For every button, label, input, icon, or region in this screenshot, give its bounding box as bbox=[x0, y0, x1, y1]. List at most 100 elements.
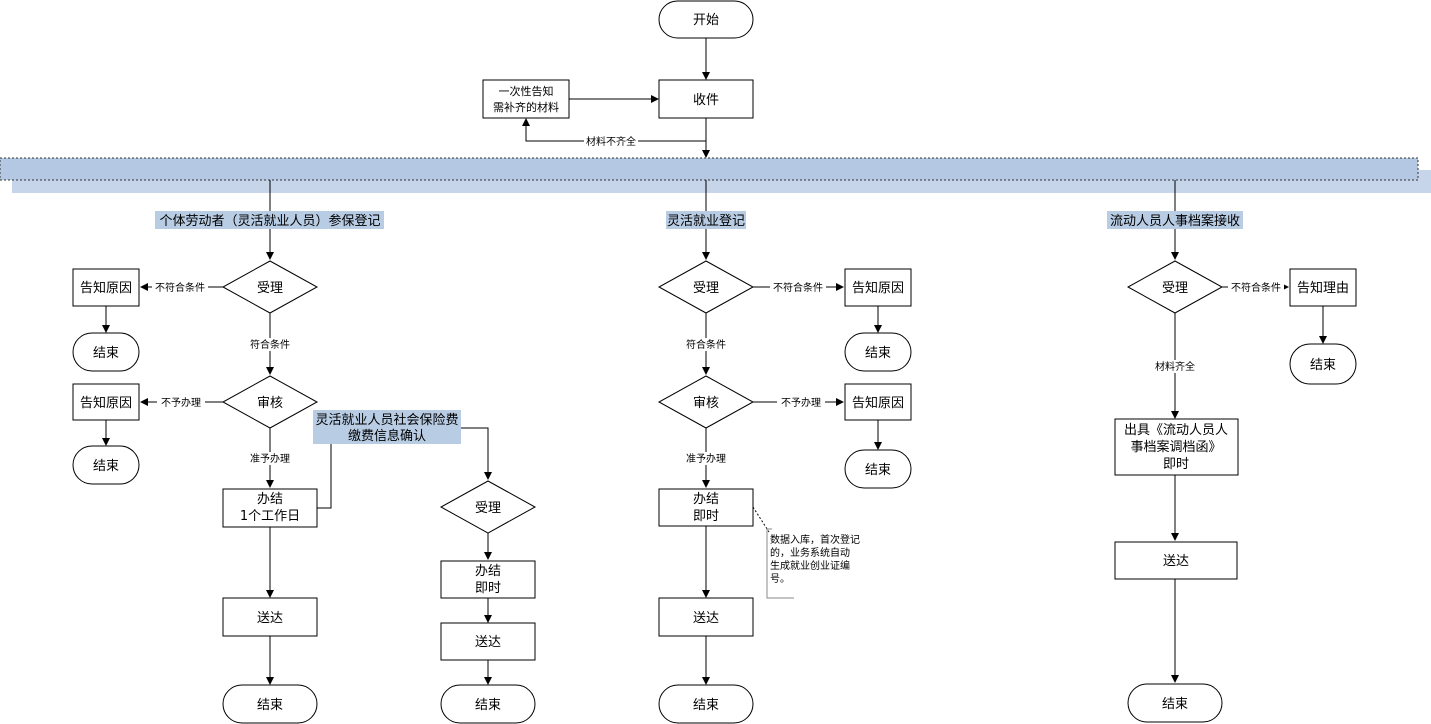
sub-finish-line-2: 即时 bbox=[475, 581, 501, 596]
left-finish-box: 办结 1个工作日 bbox=[222, 488, 318, 528]
left-deny-label-bg bbox=[157, 396, 205, 409]
mid-branch-title: 灵活就业登记 bbox=[667, 214, 745, 229]
arrow-sub-accept bbox=[461, 427, 492, 480]
mid-deny-end-label: 结束 bbox=[865, 463, 891, 478]
left-finish-line-1: 办结 bbox=[257, 492, 283, 507]
mid-title-bg bbox=[666, 211, 746, 229]
mid-deny-end-terminal: 结束 bbox=[844, 449, 912, 489]
sub-end-terminal: 结束 bbox=[440, 684, 536, 724]
right-branch-title: 流动人员人事档案接收 bbox=[1110, 213, 1240, 229]
left-review-label: 审核 bbox=[257, 396, 283, 411]
incomplete-label: 材料不齐全 bbox=[586, 135, 636, 148]
mid-reject-end-label: 结束 bbox=[865, 346, 891, 361]
left-branch-title: 个体劳动者（灵活就业人员）参保登记 bbox=[159, 213, 380, 229]
left-deliver-label: 送达 bbox=[257, 611, 283, 626]
left-deny-label: 不予办理 bbox=[161, 396, 201, 409]
left-reject-notice-label: 告知原因 bbox=[80, 280, 132, 296]
mid-end-terminal: 结束 bbox=[658, 684, 754, 724]
left-deny-notice-label: 告知原因 bbox=[80, 395, 132, 411]
note-bracket bbox=[766, 528, 794, 599]
left-accept-label: 受理 bbox=[257, 281, 283, 296]
sub-title-line-1: 灵活就业人员社会保险费 bbox=[315, 412, 458, 428]
sub-end-label: 结束 bbox=[475, 698, 501, 713]
swimlane-band bbox=[0, 157, 1431, 193]
mid-ok-label-bg bbox=[681, 338, 731, 351]
mid-note-line-2: 的，业务系统自动 bbox=[770, 546, 850, 559]
right-reject-cond: 不符合条件 bbox=[1231, 281, 1281, 294]
right-end-terminal: 结束 bbox=[1127, 683, 1223, 723]
one-time-notice-box: 一次性告知 需补齐的材料 bbox=[482, 79, 570, 119]
sub-accept-diamond: 受理 bbox=[439, 480, 537, 534]
left-reject-end-terminal: 结束 bbox=[72, 332, 140, 372]
mid-deliver-box: 送达 bbox=[658, 597, 754, 637]
sub-finish-box: 办结 即时 bbox=[440, 560, 536, 599]
incomplete-label-bg bbox=[584, 135, 638, 148]
mid-note-line-3: 生成就业创业证编 bbox=[770, 559, 850, 572]
mid-note-line-1: 数据入库，首次登记 bbox=[770, 533, 860, 546]
sub-accept-label: 受理 bbox=[475, 501, 501, 516]
receive-label: 收件 bbox=[693, 93, 719, 108]
connector-left-sub bbox=[317, 442, 332, 509]
mid-reject-label-bg bbox=[770, 281, 826, 294]
note-connector bbox=[752, 506, 770, 533]
right-title-bg bbox=[1107, 211, 1243, 229]
mid-accept-diamond: 受理 bbox=[657, 260, 755, 314]
arrow-incomplete bbox=[522, 118, 706, 142]
mid-end-label: 结束 bbox=[693, 698, 719, 713]
start-label: 开始 bbox=[693, 13, 719, 28]
left-accept-diamond: 受理 bbox=[221, 260, 319, 314]
left-reject-cond: 不符合条件 bbox=[155, 281, 205, 294]
mid-finish-line-1: 办结 bbox=[693, 492, 719, 507]
mid-approve-label: 准予办理 bbox=[686, 452, 726, 465]
mid-finish-line-2: 即时 bbox=[693, 509, 719, 524]
left-reject-label-bg bbox=[152, 281, 208, 294]
right-issue-line-1: 出具《流动人员人 bbox=[1124, 423, 1228, 438]
right-issue-line-2: 事档案调档函》 bbox=[1130, 440, 1221, 455]
sub-title-line-2: 缴费信息确认 bbox=[348, 428, 426, 444]
right-accept-diamond: 受理 bbox=[1126, 260, 1224, 314]
left-finish-line-2: 1个工作日 bbox=[240, 509, 300, 524]
right-issue-line-3: 即时 bbox=[1163, 457, 1189, 472]
left-deny-notice-box: 告知原因 bbox=[72, 383, 140, 421]
right-deliver-label: 送达 bbox=[1163, 554, 1189, 569]
right-complete-label: 材料齐全 bbox=[1155, 360, 1195, 373]
sub-title-bg bbox=[313, 410, 461, 444]
mid-accept-label: 受理 bbox=[693, 281, 719, 296]
left-end-label: 结束 bbox=[257, 698, 283, 713]
right-end-label: 结束 bbox=[1162, 697, 1188, 712]
left-review-diamond: 审核 bbox=[221, 375, 319, 429]
mid-approve-label-bg bbox=[681, 452, 731, 465]
left-reject-notice-box: 告知原因 bbox=[72, 268, 140, 307]
mid-deny-label-bg bbox=[777, 396, 825, 409]
mid-reject-notice-label: 告知原因 bbox=[852, 280, 904, 296]
left-deny-end-terminal: 结束 bbox=[72, 445, 140, 485]
mid-note-line-4: 号。 bbox=[770, 573, 790, 585]
left-deny-end-label: 结束 bbox=[93, 459, 119, 474]
mid-deny-notice-label: 告知原因 bbox=[852, 395, 904, 411]
mid-review-label: 审核 bbox=[693, 396, 719, 411]
mid-deny-label: 不予办理 bbox=[781, 396, 821, 409]
mid-review-diamond: 审核 bbox=[657, 375, 755, 429]
right-reject-end-label: 结束 bbox=[1310, 358, 1336, 373]
mid-reject-cond: 不符合条件 bbox=[773, 281, 823, 294]
mid-finish-box: 办结 即时 bbox=[658, 488, 754, 527]
mid-reject-notice-box: 告知原因 bbox=[844, 268, 912, 307]
right-complete-label-bg bbox=[1150, 360, 1200, 373]
left-ok-label-bg bbox=[245, 338, 295, 351]
left-approve-label: 准予办理 bbox=[250, 452, 290, 465]
right-deliver-box: 送达 bbox=[1114, 541, 1238, 580]
right-reject-notice-label: 告知理由 bbox=[1297, 280, 1349, 296]
left-title-bg bbox=[155, 211, 384, 229]
left-approve-label-bg bbox=[245, 452, 295, 465]
right-reject-notice-box: 告知理由 bbox=[1289, 268, 1357, 307]
right-accept-label: 受理 bbox=[1162, 281, 1188, 296]
receive-box: 收件 bbox=[658, 79, 754, 119]
mid-reject-end-terminal: 结束 bbox=[844, 332, 912, 372]
sub-deliver-box: 送达 bbox=[440, 622, 536, 661]
mid-deny-notice-box: 告知原因 bbox=[844, 383, 912, 421]
notice-line-2: 需补齐的材料 bbox=[493, 100, 559, 114]
left-ok-cond: 符合条件 bbox=[250, 338, 290, 351]
left-reject-end-label: 结束 bbox=[93, 346, 119, 361]
left-end-terminal: 结束 bbox=[222, 684, 318, 724]
